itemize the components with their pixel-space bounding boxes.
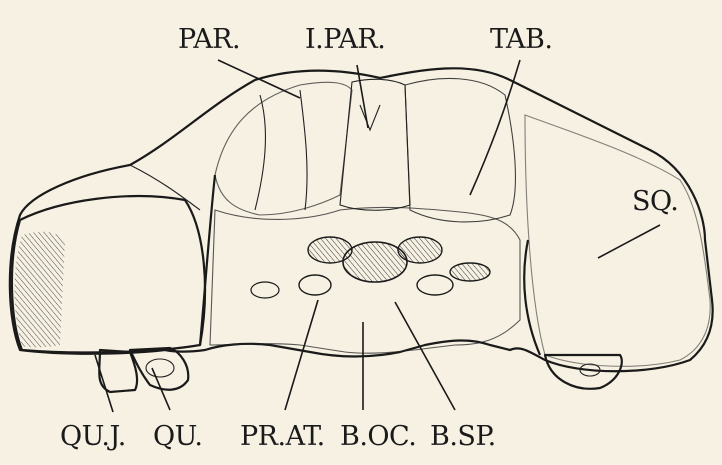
label-ipar: I.PAR. <box>305 24 385 55</box>
label-qu: QU. <box>153 421 203 452</box>
leader-bsp <box>395 302 455 410</box>
label-boc: B.OC. <box>340 421 416 452</box>
leader-quj <box>95 355 113 412</box>
label-par: PAR. <box>178 24 240 55</box>
skull-outline <box>10 68 713 371</box>
squamosal-region <box>525 115 710 366</box>
label-bsp: B.SP. <box>430 421 496 452</box>
label-sq: SQ. <box>632 186 678 217</box>
parietal-region <box>215 82 352 215</box>
leader-prat <box>285 300 318 410</box>
label-quj: QU.J. <box>60 421 126 452</box>
left-dense-shading <box>15 232 66 348</box>
label-prat: PR.AT. <box>240 421 325 452</box>
interparietal-region <box>340 79 410 210</box>
leader-sq <box>598 225 660 258</box>
leader-par <box>218 60 300 98</box>
foramen-magnum <box>343 242 407 282</box>
tabular-region <box>405 78 515 222</box>
label-tab: TAB. <box>490 24 552 55</box>
